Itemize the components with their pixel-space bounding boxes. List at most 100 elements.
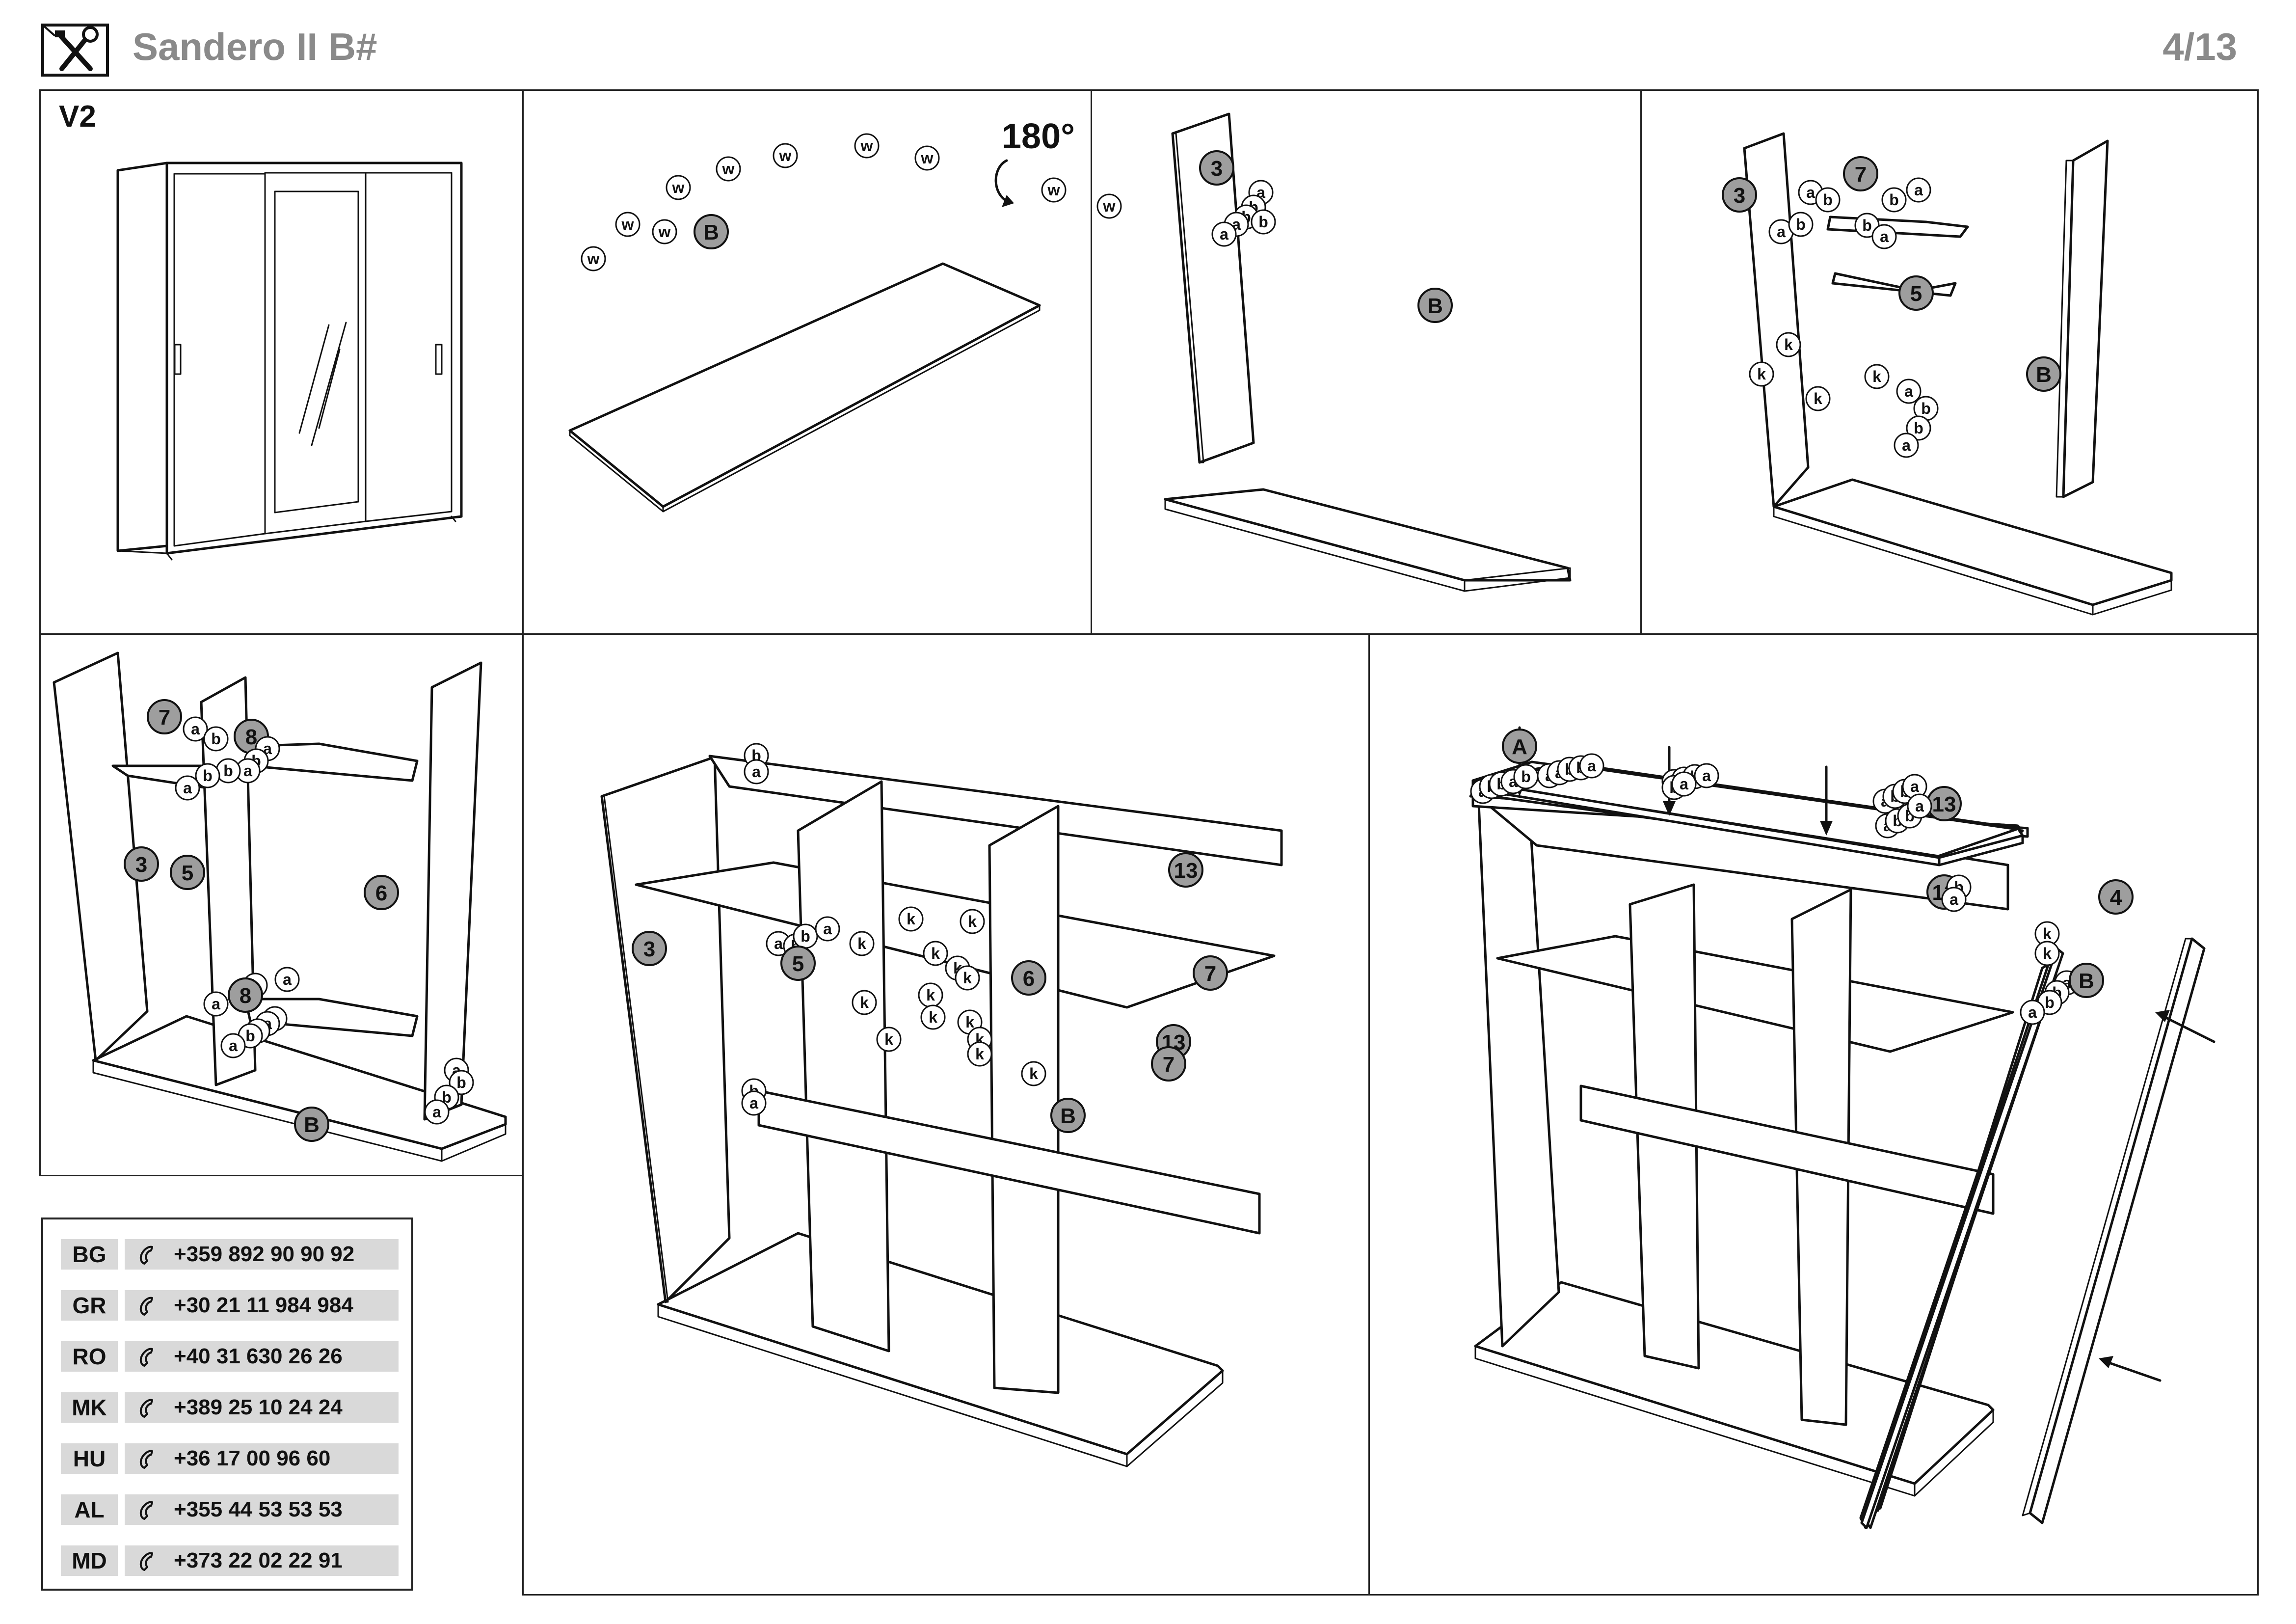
callout-circle (1896, 379, 1922, 404)
phone-number[interactable]: +355 44 53 53 53 (125, 1494, 399, 1525)
callout-label: B (304, 1113, 320, 1137)
callout-circle (852, 990, 877, 1015)
divider (1640, 89, 1642, 634)
callout-circle (274, 967, 300, 992)
callout-label: a (1915, 797, 1924, 815)
callout-circle (744, 759, 769, 785)
callout-label: b (1796, 216, 1806, 233)
callout-label: b (1889, 191, 1899, 209)
panel-overview: V2 (39, 89, 523, 634)
callout-circle (1021, 1061, 1046, 1086)
phone-number[interactable]: +389 25 10 24 24 (125, 1392, 399, 1423)
callout-label: k (931, 945, 940, 962)
callout-label: w (672, 179, 685, 196)
country-code: MK (61, 1392, 118, 1423)
callout-label: b (442, 1088, 452, 1106)
callout-circle (2026, 356, 2061, 392)
callout-label: b (1862, 217, 1872, 234)
panel-side-3: 3abbaabB (1092, 89, 1640, 634)
callout-circle (1579, 753, 1604, 779)
callout-circle (666, 175, 691, 200)
callout-label: b (211, 730, 221, 748)
callout-circle (2034, 941, 2060, 966)
callout-circle (183, 716, 208, 742)
callout-label: k (965, 1013, 974, 1031)
callout-label: b (1914, 419, 1923, 437)
phone-number[interactable]: +30 21 11 984 984 (125, 1290, 399, 1321)
country-code: RO (61, 1341, 118, 1372)
panel-back-rails: ba133abba756kkkkkkbakkkkk13k7kkB (523, 634, 1368, 1596)
phone-number[interactable]: +359 892 90 90 92 (125, 1239, 399, 1270)
callout-label: 8 (245, 725, 257, 749)
tools-icon (41, 24, 109, 77)
callout-label: B (2079, 969, 2094, 993)
phone-digits: +373 22 02 22 91 (174, 1548, 343, 1572)
callout-circle (2069, 963, 2104, 998)
callout-circle (1881, 187, 1907, 213)
phone-icon (139, 1552, 153, 1571)
callout-label: k (1784, 336, 1793, 353)
rotation-label: 180° (1002, 117, 1075, 156)
callout-label: a (191, 720, 200, 738)
callout-label: a (774, 935, 783, 952)
country-code: BG (61, 1239, 118, 1270)
callout-circle (1671, 771, 1697, 797)
callout-circle (780, 946, 816, 981)
callout-label: 3 (135, 853, 147, 877)
callout-circle (228, 977, 263, 1013)
callout-circle (1417, 288, 1453, 323)
bottom-panel-b (568, 262, 1041, 513)
callout-circle (1050, 1098, 1086, 1133)
country-code: HU (61, 1443, 118, 1474)
callout-label: w (1047, 181, 1060, 199)
panel-top-side-4: Aabbabaabbaabbaba13abbaabba13ba4kkabbaB (1370, 634, 2259, 1596)
callout-circle (773, 143, 798, 168)
phone-icon (139, 1297, 153, 1316)
callout-label: a (212, 995, 220, 1013)
callout-label: w (779, 147, 792, 164)
callout-circle (170, 855, 205, 890)
wardrobe-illustration (116, 162, 463, 561)
callout-circle (1041, 177, 1067, 203)
callout-circle (203, 991, 229, 1017)
callout-circle (1864, 364, 1890, 389)
divider (1091, 89, 1092, 634)
callout-label: A (1512, 735, 1527, 759)
callout-circle (2098, 879, 2134, 915)
callout-circle (1193, 955, 1228, 991)
callout-label: 6 (1023, 967, 1035, 991)
callout-label: 3 (643, 937, 655, 961)
callout-label: a (1587, 757, 1596, 775)
callout-label: w (587, 250, 600, 268)
callout-label: B (1060, 1104, 1076, 1128)
callout-label: k (968, 913, 977, 930)
callout-circle (1941, 887, 1967, 912)
callout-label: b (456, 1074, 466, 1091)
callout-circle (716, 156, 741, 182)
phone-number[interactable]: +36 17 00 96 60 (125, 1443, 399, 1474)
callout-label: 7 (1204, 962, 1216, 986)
phone-number[interactable]: +40 31 630 26 26 (125, 1341, 399, 1372)
callout-label: b (1921, 400, 1931, 417)
phone-number[interactable]: +373 22 02 22 91 (125, 1545, 399, 1576)
callout-label: b (245, 1027, 255, 1045)
panel-shelves-8: 7ab8ababba356ab8ababbaabbaB (39, 633, 523, 1176)
callout-label: a (1904, 382, 1913, 400)
callout-circle (1722, 177, 1757, 213)
page-number: 4/13 (2163, 25, 2237, 68)
callout-label: a (1910, 778, 1919, 795)
callout-label: 4 (2110, 886, 2122, 910)
callout-label: 13 (1174, 859, 1198, 883)
callout-label: w (722, 160, 735, 178)
callout-label: B (2036, 363, 2052, 387)
version-label: V2 (59, 100, 96, 134)
callout-label: a (1902, 436, 1911, 454)
callout-label: 5 (792, 952, 804, 976)
phone-icon (139, 1450, 153, 1469)
callout-label: a (1806, 184, 1815, 201)
callout-label: k (975, 1045, 984, 1063)
callout-circle (652, 219, 677, 244)
callout-circle (1151, 1046, 1186, 1082)
callout-circle (854, 133, 880, 159)
callout-label: 7 (1163, 1053, 1175, 1077)
